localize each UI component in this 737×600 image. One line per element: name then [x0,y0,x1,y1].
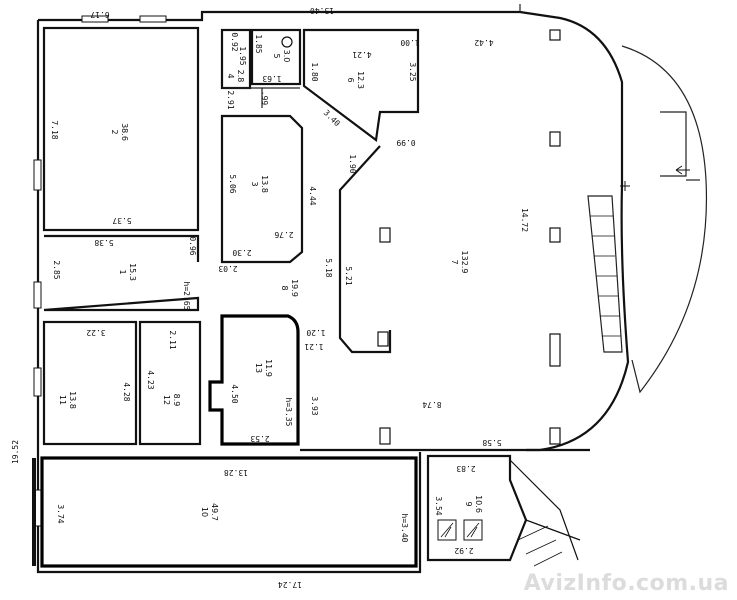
room-5-area: 3.0 [282,50,291,63]
room-7-walls [338,145,392,354]
room-4-number: 4 [226,73,235,78]
dim-r11-w: 3.22 [86,328,105,337]
dim-r13-w: 2.53 [250,434,269,443]
room-2-number: 2 [110,129,119,134]
room-13 [208,314,300,446]
room-7-area: 132.9 [460,251,469,274]
dim-r4-w: 0.92 [230,32,239,51]
dim-r2-w: 5.37 [112,216,131,225]
dim-r10-height: h=3.40 [400,514,409,543]
room-12 [138,320,202,446]
room-1-number: 1 [118,269,127,274]
dim-r3-w2: 2.30 [232,248,251,257]
room-13-number: 13 [254,363,263,373]
dim-r8-v: .99 [260,91,269,106]
room-2-area: 38.6 [120,123,129,141]
dim-r3-h: 5.06 [228,174,237,193]
dim-r8-d1: 1.20 [306,328,325,337]
dim-r3-w: 2.76 [274,230,293,239]
room-6-area: 12.3 [356,71,365,89]
dim-r1-height: h=2.65 [182,282,191,311]
dim-r13-height: h=3.35 [284,398,293,427]
outer-walls [36,4,708,574]
dim-r7-d: 1.90 [348,154,357,173]
dim-top-width: 13.40 [310,6,334,15]
room-5-number: 5 [272,53,281,58]
room-3-area: 13.8 [260,175,269,193]
dim-r2-h: 7.18 [50,120,59,139]
dim-r11-h: 4.28 [122,382,131,401]
room-11 [42,320,138,446]
dim-r8-d2: 1.21 [304,342,323,351]
windows [33,15,167,527]
dim-r6-w: 4.21 [352,50,371,59]
stairs [509,195,623,567]
dim-r7-w: 4.42 [474,38,493,47]
room-11-number: 11 [58,395,67,405]
dim-r9-h: 3.54 [434,496,443,515]
dim-r6-d2: 0.99 [396,138,415,147]
room-1 [43,234,200,312]
watermark: AvizInfo.com.ua [523,571,729,596]
room-8-number: 8 [280,285,289,290]
room-3-number: 3 [250,181,259,186]
room-6-number: 6 [346,77,355,82]
dim-r6-h2: 3.25 [408,62,417,81]
room-8-area: 19.9 [290,279,299,297]
room-13-area: 11.9 [264,359,273,377]
pillars [377,29,561,445]
dim-r4-h2: 2.91 [226,90,235,109]
dim-r6-d1: 1.00 [400,38,419,47]
dim-r13-d: 3.93 [310,396,319,415]
room-5 [250,28,302,86]
dim-r1-h2: 0.96 [188,236,197,255]
dim-bottom-width: 17.24 [278,580,302,589]
dim-r12-h: 4.23 [146,370,155,389]
room-6 [302,28,420,142]
dim-r10-h: 3.74 [56,504,65,523]
room-12-number: 12 [162,395,171,405]
room-12-area: 8.9 [172,394,181,407]
dim-r7-w2: 8.74 [422,400,441,409]
dim-r8-w: 2.03 [218,264,237,273]
dim-r1-h: 2.85 [52,260,61,279]
room-11-area: 13.8 [68,391,77,409]
dim-r9-w: 2.83 [456,464,475,473]
dim-r3-d: 4.44 [308,186,317,205]
dim-r8-h: 5.18 [324,258,333,277]
dim-r7-h2: 5.21 [344,266,353,285]
room-10-number: 10 [200,507,209,517]
room-10 [40,456,418,568]
dim-r13-h: 4.50 [230,384,239,403]
dim-r9-w2: 2.92 [454,546,473,555]
room-4-area: 2.8 [236,70,245,83]
dim-r12-w: 2.11 [168,330,177,349]
dim-r7-w3: 5.58 [482,438,501,447]
dim-r1-w: 5.38 [94,238,113,247]
room-9-area: 10.6 [474,495,483,513]
room-1-area: 15.3 [128,263,137,281]
dim-r10-w: 13.28 [224,468,248,477]
dim-top-left: 6.17 [90,10,109,19]
dim-r4-h: 1.95 [238,46,247,65]
room-9-number: 9 [464,501,473,506]
dim-r5-h: 1.85 [254,34,263,53]
dim-r5-w: 1.63 [262,74,281,83]
room-7-number: 7 [450,259,459,264]
room-2 [42,26,200,232]
room-10-area: 49.7 [210,503,219,521]
room-3 [220,114,304,264]
dim-r7-h: 14.72 [520,208,529,232]
dim-left-height: 19.52 [11,440,20,464]
dim-r6-h: 1.80 [310,62,319,81]
